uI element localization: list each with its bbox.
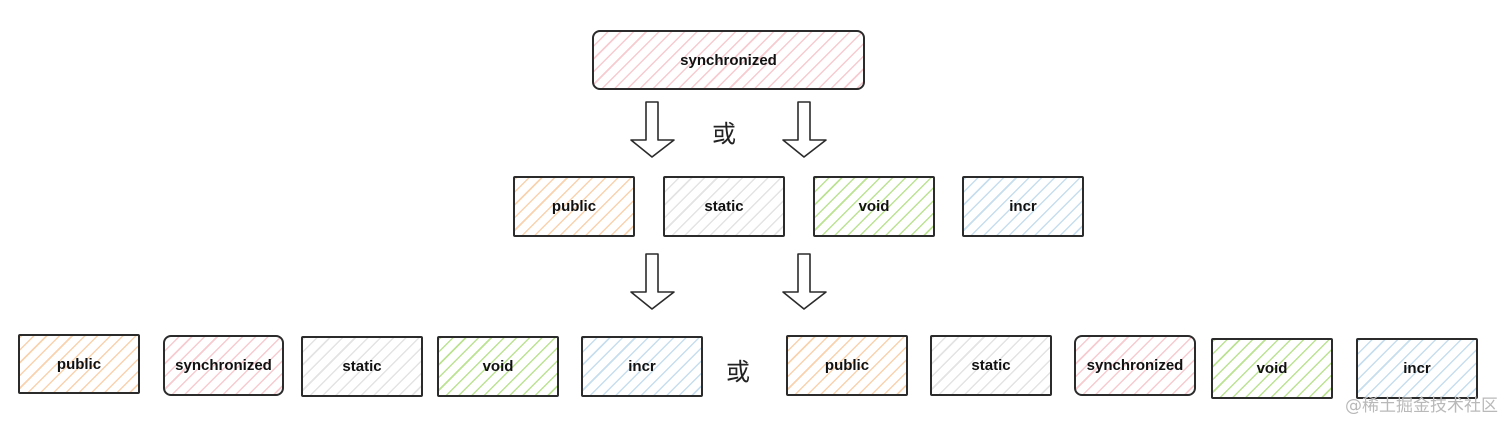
bottom-left-void-label: void — [482, 358, 514, 375]
middle-public-label: public — [551, 198, 597, 215]
down-arrow-icon — [630, 101, 675, 158]
bottom-right-static-box: static — [930, 335, 1052, 396]
middle-incr-label: incr — [1009, 198, 1037, 215]
bottom-right-static-label: static — [971, 357, 1011, 374]
down-arrow-icon — [782, 253, 827, 310]
or-label-bottom: 或 — [726, 358, 750, 386]
middle-static-label: static — [704, 198, 744, 215]
middle-void-box: void — [813, 176, 935, 237]
bottom-left-public-box: public — [18, 334, 140, 394]
middle-void-label: void — [858, 198, 890, 215]
bottom-right-void-box: void — [1211, 338, 1333, 399]
middle-incr-box: incr — [962, 176, 1084, 237]
top-synchronized-label: synchronized — [680, 51, 777, 69]
bottom-right-synchronized-box: synchronized — [1074, 335, 1196, 396]
middle-public-box: public — [513, 176, 635, 237]
bottom-right-incr-label: incr — [1403, 360, 1431, 377]
bottom-right-public-label: public — [824, 357, 870, 374]
bottom-left-incr-box: incr — [581, 336, 703, 397]
bottom-left-public-label: public — [56, 355, 102, 373]
top-synchronized-box: synchronized — [592, 30, 865, 90]
bottom-left-void-box: void — [437, 336, 559, 397]
bottom-right-synchronized-label: synchronized — [1086, 357, 1184, 374]
down-arrow-icon — [630, 253, 675, 310]
bottom-left-incr-label: incr — [628, 358, 656, 375]
watermark: @稀土掘金技术社区 — [1345, 396, 1498, 416]
middle-static-box: static — [663, 176, 785, 237]
bottom-right-void-label: void — [1256, 360, 1288, 377]
bottom-left-static-box: static — [301, 336, 423, 397]
bottom-left-static-label: static — [342, 358, 382, 375]
bottom-right-public-box: public — [786, 335, 908, 396]
bottom-right-incr-box: incr — [1356, 338, 1478, 399]
bottom-left-synchronized-label: synchronized — [175, 357, 272, 374]
bottom-left-synchronized-box: synchronized — [163, 335, 284, 396]
down-arrow-icon — [782, 101, 827, 158]
or-label-top: 或 — [712, 120, 736, 148]
